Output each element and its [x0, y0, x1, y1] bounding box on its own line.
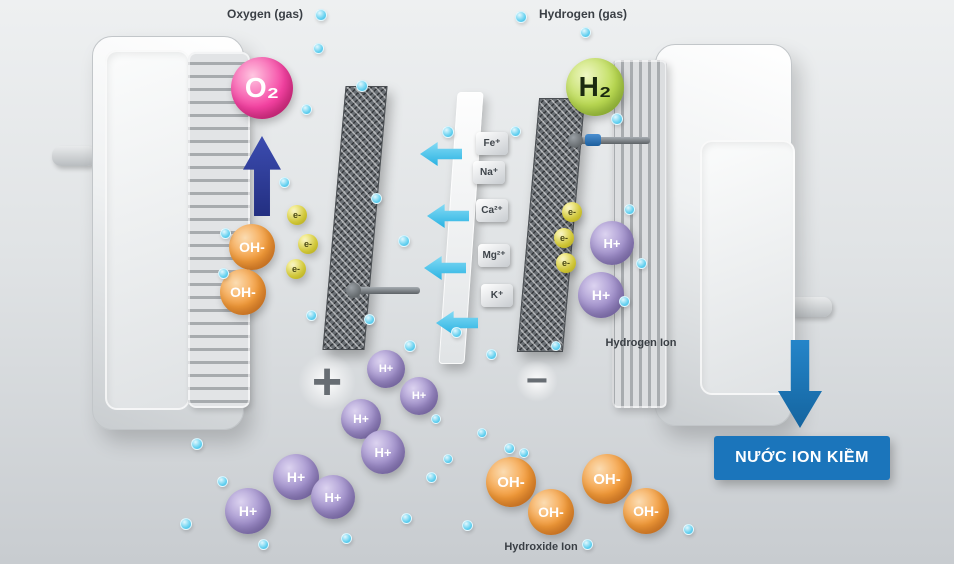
left-mesh-electrode	[322, 86, 388, 350]
mineral-ion-chip: Mg²⁺	[478, 244, 510, 267]
water-bubble-icon	[257, 538, 269, 550]
water-bubble-icon	[477, 428, 487, 438]
water-bubble-icon	[443, 454, 453, 464]
oxygen-gas-label: Oxygen (gas)	[226, 7, 304, 21]
hydrogen-ion-ball: H+	[225, 488, 271, 534]
electron-ball: e-	[287, 205, 307, 225]
mineral-ion-chip: K⁺	[481, 284, 513, 307]
water-bubble-icon	[581, 538, 593, 550]
water-bubble-icon	[485, 348, 497, 360]
hydrogen-ion-ball: H+	[367, 350, 405, 388]
water-bubble-icon	[312, 42, 324, 54]
water-bubble-icon	[442, 126, 454, 138]
hydrogen-ion-label: Hydrogen Ion	[605, 337, 677, 349]
water-bubble-icon	[278, 176, 290, 188]
left-rod-bolt-icon	[346, 283, 361, 298]
blue-bolt-icon	[585, 134, 601, 146]
water-bubble-icon	[515, 11, 527, 23]
oxygen-molecule-label: O₂	[244, 72, 280, 103]
hydroxide-ion-ball: OH-	[486, 457, 536, 507]
electron-ball: e-	[562, 202, 582, 222]
water-bubble-icon	[217, 267, 229, 279]
alkaline-water-output-box: NƯỚC ION KIỀM	[714, 436, 890, 480]
water-bubble-icon	[509, 125, 521, 137]
water-bubble-icon	[305, 309, 317, 321]
right-electrode-face	[700, 140, 795, 395]
hydroxide-ion-ball: OH-	[623, 488, 669, 534]
water-bubble-icon	[300, 103, 312, 115]
oxygen-molecule-ball: O₂	[231, 57, 293, 119]
water-bubble-icon	[400, 512, 412, 524]
water-bubble-icon	[431, 414, 441, 424]
water-bubble-icon	[180, 518, 192, 530]
water-bubble-icon	[216, 475, 228, 487]
electron-ball: e-	[554, 228, 574, 248]
mineral-ion-chip: Ca²⁺	[476, 199, 508, 222]
right-rod-bolt-icon	[568, 133, 583, 148]
hydrogen-molecule-label: H₂	[578, 71, 612, 102]
water-bubble-icon	[611, 113, 623, 125]
water-bubble-icon	[635, 257, 647, 269]
water-bubble-icon	[370, 192, 382, 204]
water-bubble-icon	[356, 80, 368, 92]
right-electrode-stub	[788, 297, 832, 317]
electron-ball: e-	[556, 253, 576, 273]
hydroxide-ion-ball: OH-	[582, 454, 632, 504]
water-bubble-icon	[551, 341, 561, 351]
water-bubble-icon	[618, 295, 630, 307]
hydroxide-ion-ball: OH-	[229, 224, 275, 270]
hydrogen-molecule-ball: H₂	[566, 58, 624, 116]
cathode-minus-sign: −	[516, 360, 558, 402]
hydroxide-ion-label: Hydroxide Ion	[504, 541, 578, 553]
left-electrode-stub	[52, 146, 96, 166]
water-bubble-icon	[682, 523, 694, 535]
water-bubble-icon	[315, 9, 327, 21]
electron-ball: e-	[286, 259, 306, 279]
hydrogen-ion-ball: H+	[311, 475, 355, 519]
water-bubble-icon	[503, 442, 515, 454]
water-bubble-icon	[363, 313, 375, 325]
hydrogen-ion-ball: H+	[400, 377, 438, 415]
water-bubble-icon	[398, 235, 410, 247]
water-bubble-icon	[191, 438, 203, 450]
water-bubble-icon	[519, 448, 529, 458]
electron-ball: e-	[298, 234, 318, 254]
anode-plus-sign: +	[298, 353, 356, 411]
water-bubble-icon	[425, 471, 437, 483]
hydrogen-ion-ball: H+	[361, 430, 405, 474]
hydrogen-ion-ball: H+	[590, 221, 634, 265]
water-bubble-icon	[450, 326, 462, 338]
left-electrode-rod	[352, 287, 420, 294]
water-bubble-icon	[340, 532, 352, 544]
mineral-ion-chip: Fe⁺	[476, 132, 508, 155]
hydrogen-ion-ball: H+	[578, 272, 624, 318]
water-bubble-icon	[219, 227, 231, 239]
water-bubble-icon	[579, 26, 591, 38]
left-electrode-face	[105, 50, 190, 410]
hydroxide-ion-ball: OH-	[528, 489, 574, 535]
hydrogen-gas-label: Hydrogen (gas)	[538, 7, 627, 21]
water-bubble-icon	[404, 340, 416, 352]
mineral-ion-chip: Na⁺	[473, 161, 505, 184]
water-bubble-icon	[461, 519, 473, 531]
right-electrode-rod	[575, 137, 650, 144]
water-bubble-icon	[623, 203, 635, 215]
